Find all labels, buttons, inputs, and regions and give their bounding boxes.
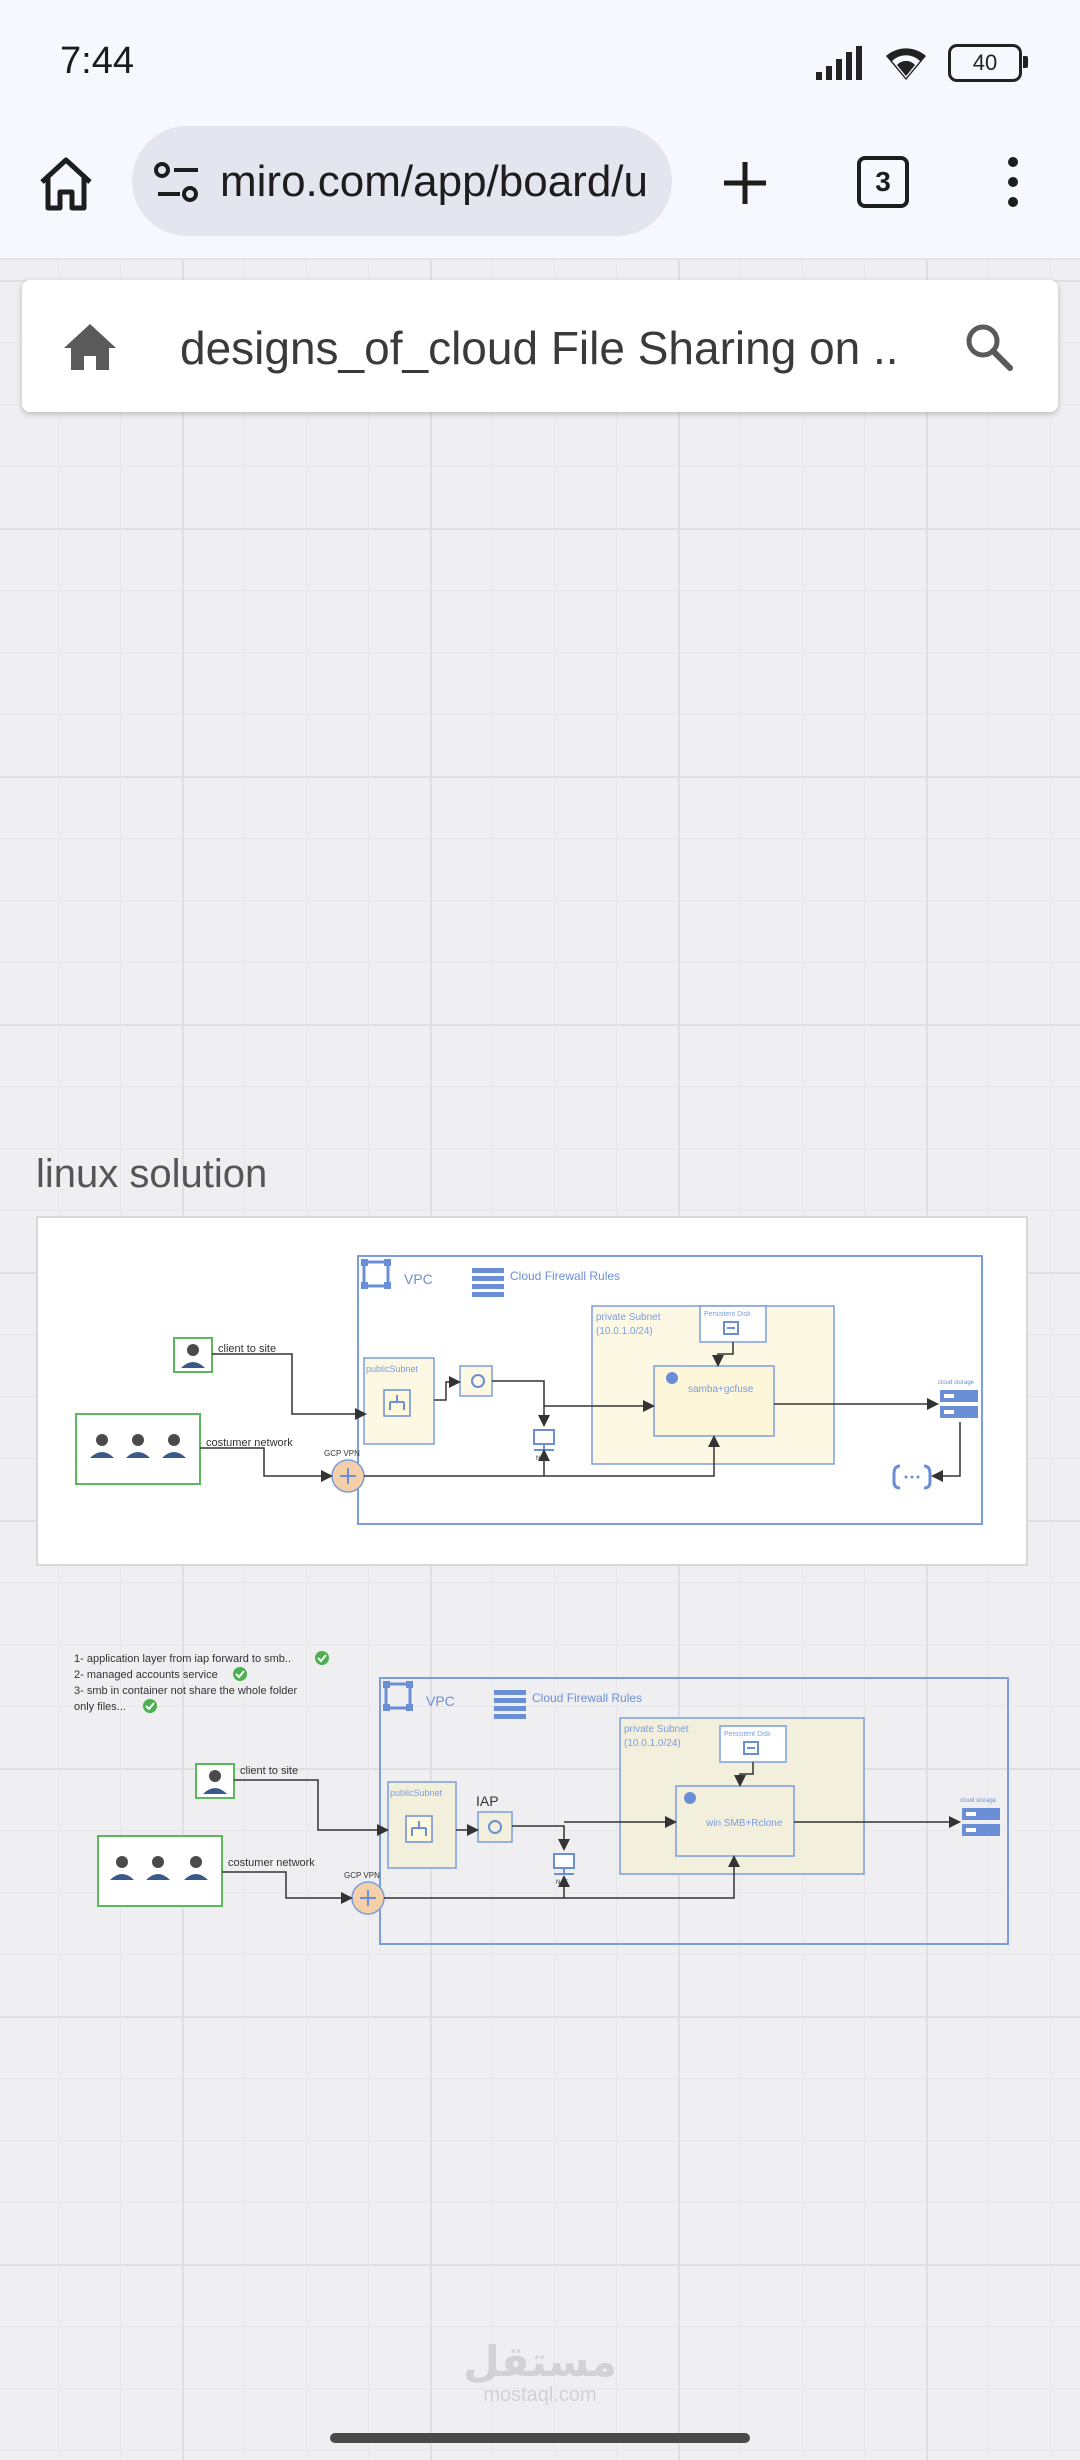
persistent-disk-label: Persistent Disk bbox=[704, 1311, 751, 1318]
note-3: 3- smb in container not share the whole … bbox=[74, 1685, 298, 1697]
check-icon bbox=[233, 1667, 247, 1681]
wifi-icon bbox=[886, 48, 926, 80]
firewall-label: Cloud Firewall Rules bbox=[532, 1691, 642, 1705]
cloud-storage-label: cloud storage bbox=[960, 1798, 997, 1804]
iap-label: IAP bbox=[476, 1793, 499, 1809]
nat-label: NAT bbox=[556, 1880, 568, 1886]
more-options-icon[interactable] bbox=[1003, 156, 1023, 208]
cloud-storage-icon bbox=[940, 1390, 978, 1418]
check-icon bbox=[315, 1651, 329, 1665]
costumer-label: costumer network bbox=[228, 1857, 315, 1869]
gcp-vpn-label: GCP VPN bbox=[324, 1449, 360, 1458]
server-label: win SMB+Rclone bbox=[705, 1818, 783, 1829]
user-icon bbox=[181, 1344, 205, 1368]
persistent-disk-label: Persistent Disk bbox=[724, 1731, 771, 1738]
note-2: 2- managed accounts service bbox=[74, 1669, 218, 1681]
section-title: linux solution bbox=[36, 1152, 268, 1196]
nat-icon bbox=[553, 1853, 575, 1875]
board-title[interactable]: designs_of_cloud File Sharing on ... bbox=[180, 322, 900, 374]
note-4: only files... bbox=[74, 1701, 126, 1713]
bracket-icon bbox=[892, 1464, 932, 1490]
status-icons: 40 bbox=[814, 44, 1028, 82]
cloud-storage-icon bbox=[962, 1808, 1000, 1836]
vpc-icon bbox=[383, 1681, 413, 1711]
signal-icon bbox=[816, 46, 862, 80]
server-label: samba+gcfuse bbox=[688, 1384, 754, 1395]
tab-count: 3 bbox=[875, 166, 891, 197]
nat-icon bbox=[533, 1429, 555, 1451]
private-subnet-label: private Subnet bbox=[596, 1312, 661, 1323]
cloud-storage-label: cloud storage bbox=[938, 1380, 975, 1386]
compute-icon bbox=[666, 1372, 678, 1384]
load-balancer-icon bbox=[383, 1389, 411, 1417]
windows-solution-diagram[interactable]: 1- application layer from iap forward to… bbox=[0, 1640, 1080, 1960]
firewall-icon bbox=[494, 1690, 526, 1719]
users-group-icon bbox=[110, 1856, 208, 1880]
persistent-disk-box bbox=[719, 1725, 787, 1763]
address-bar[interactable]: miro.com/app/board/u bbox=[132, 126, 672, 236]
customer-network-box bbox=[97, 1835, 223, 1907]
client-label: client to site bbox=[218, 1343, 276, 1355]
status-time: 7:44 bbox=[60, 40, 134, 82]
tab-switcher-button[interactable]: 3 bbox=[857, 156, 909, 208]
users-group-icon bbox=[90, 1434, 186, 1458]
private-subnet-label: private Subnet bbox=[624, 1724, 689, 1735]
site-settings-icon[interactable] bbox=[154, 160, 202, 204]
public-subnet-label: publicSubnet bbox=[366, 1364, 419, 1374]
linux-solution-frame[interactable]: VPC Cloud Firewall Rules private Subnet … bbox=[36, 1216, 1028, 1566]
note-1: 1- application layer from iap forward to… bbox=[74, 1653, 291, 1665]
search-icon[interactable] bbox=[964, 322, 1014, 372]
disk-icon bbox=[723, 1321, 739, 1335]
persistent-disk-box bbox=[699, 1305, 767, 1343]
linux-diagram: VPC Cloud Firewall Rules private Subnet … bbox=[75, 1255, 983, 1525]
iap-icon bbox=[459, 1365, 493, 1397]
customer-network-box bbox=[75, 1413, 201, 1485]
firewall-label: Cloud Firewall Rules bbox=[510, 1269, 620, 1283]
watermark: مستقل mostaql.com bbox=[440, 2338, 640, 2407]
public-subnet-label: publicSubnet bbox=[390, 1788, 443, 1798]
url-text[interactable]: miro.com/app/board/u bbox=[220, 157, 648, 206]
gcp-vpn-label: GCP VPN bbox=[344, 1871, 380, 1880]
client-label: client to site bbox=[240, 1765, 298, 1777]
windows-diagram: 1- application layer from iap forward to… bbox=[74, 1651, 1009, 1945]
nat-label: NAT bbox=[536, 1456, 548, 1462]
disk-icon bbox=[743, 1741, 759, 1755]
miro-board-toolbar: designs_of_cloud File Sharing on ... bbox=[22, 280, 1058, 412]
battery-level: 40 bbox=[972, 50, 998, 75]
vpc-label: VPC bbox=[426, 1693, 455, 1709]
vpc-icon bbox=[361, 1259, 391, 1289]
watermark-url: mostaql.com bbox=[483, 2384, 597, 2406]
private-subnet-cidr: (10.0.1.0/24) bbox=[624, 1738, 681, 1749]
firewall-icon bbox=[472, 1268, 504, 1297]
battery-icon: 40 bbox=[948, 44, 1028, 82]
check-icon bbox=[143, 1699, 157, 1713]
vpc-box bbox=[379, 1677, 1009, 1945]
status-bar: 7:44 40 bbox=[0, 0, 1080, 126]
watermark-logo: مستقل bbox=[463, 2338, 617, 2385]
home-indicator[interactable] bbox=[330, 2433, 750, 2443]
new-tab-icon[interactable] bbox=[722, 160, 768, 206]
vpc-label: VPC bbox=[404, 1271, 433, 1287]
home-icon[interactable] bbox=[36, 156, 96, 212]
costumer-label: costumer network bbox=[206, 1437, 293, 1449]
compute-icon bbox=[684, 1792, 696, 1804]
vpc-box bbox=[357, 1255, 983, 1525]
browser-toolbar: miro.com/app/board/u 3 bbox=[0, 126, 1080, 260]
private-subnet-cidr: (10.0.1.0/24) bbox=[596, 1326, 653, 1337]
iap-icon bbox=[477, 1811, 513, 1843]
user-icon bbox=[203, 1770, 227, 1794]
miro-home-icon[interactable] bbox=[62, 322, 118, 372]
